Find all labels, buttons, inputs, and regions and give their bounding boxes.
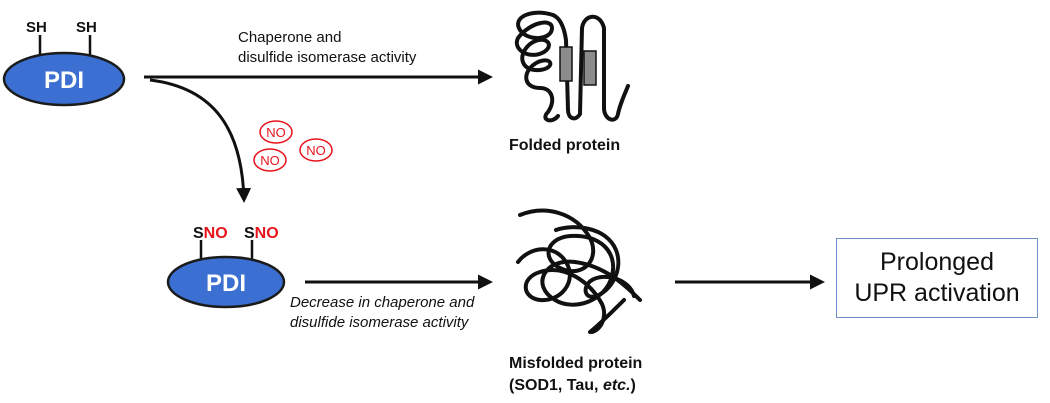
sno-no-2: NO — [255, 225, 279, 242]
misfolded-protein-icon — [516, 208, 642, 334]
upr-box-line1: Prolonged — [880, 248, 994, 276]
sno-s-2: S — [244, 225, 255, 242]
no-molecule-2: NO — [306, 143, 326, 158]
arrow-nitrosylation — [149, 78, 252, 203]
pdi-sno-ellipse — [166, 255, 286, 309]
pdi-ellipse — [2, 51, 126, 107]
misfolded-protein-label-line1: Misfolded protein — [509, 355, 642, 372]
upr-box-line2: UPR activation — [854, 279, 1020, 307]
sno-s-1: S — [193, 225, 204, 242]
misfolded-protein-examples: (SOD1, Tau, — [509, 377, 603, 394]
decrease-label-line1: Decrease in chaperone and — [290, 294, 475, 311]
folded-protein-label: Folded protein — [509, 137, 620, 154]
no-molecule-1: NO — [266, 125, 286, 140]
thiol-label-1: SH — [26, 19, 47, 36]
pdi-sno-label: PDI — [206, 270, 246, 297]
pdi-nitrosylated: SNO SNO PDI — [166, 225, 286, 309]
pdi-label: PDI — [44, 67, 84, 94]
no-molecule-3: NO — [260, 153, 280, 168]
pdi-reduced: SH SH PDI — [2, 19, 126, 107]
sno-no-1: NO — [204, 225, 228, 242]
misfolded-protein-etc: etc. — [603, 377, 631, 394]
svg-text:SNO: SNO — [244, 225, 279, 242]
chaperone-label-line2: disulfide isomerase activity — [238, 49, 417, 66]
folded-protein-icon — [514, 10, 630, 123]
upr-activation-box: Prolonged UPR activation — [836, 238, 1038, 318]
thiol-label-2: SH — [76, 19, 97, 36]
svg-text:(SOD1, Tau, etc.): (SOD1, Tau, etc.) — [509, 377, 636, 394]
no-molecules: NO NO NO NO — [253, 120, 333, 172]
decrease-label-line2: disulfide isomerase activity — [290, 314, 470, 331]
svg-text:SNO: SNO — [193, 225, 228, 242]
misfolded-protein-close-paren: ) — [631, 377, 636, 394]
chaperone-label-line1: Chaperone and — [238, 29, 341, 46]
